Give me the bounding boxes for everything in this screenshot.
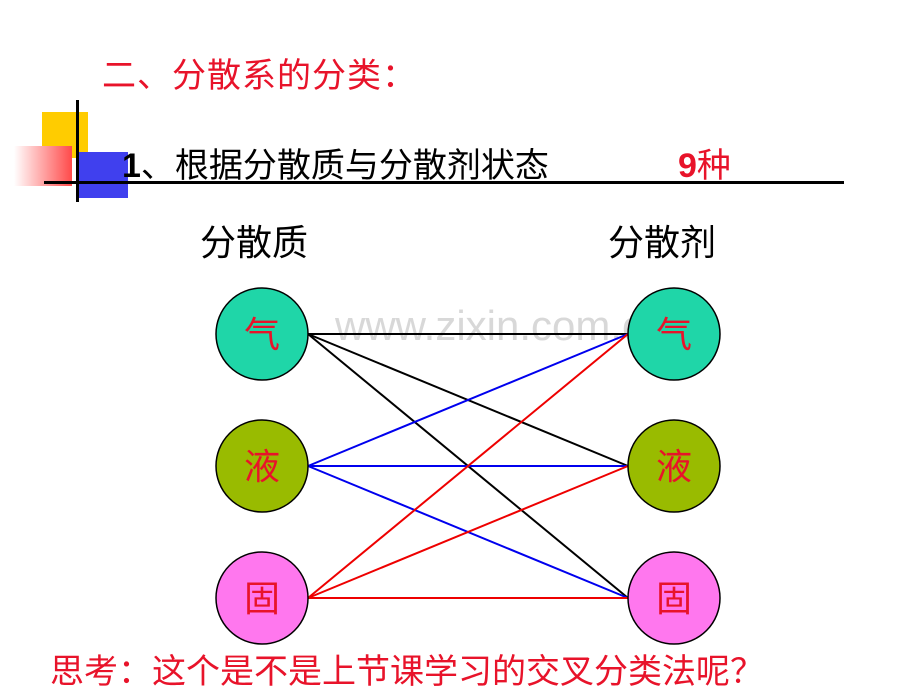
left-node-circle <box>215 419 309 513</box>
left-node-circle <box>215 287 309 381</box>
right-node-label: 气 <box>656 315 692 356</box>
left-node: 液 <box>215 419 309 513</box>
subheading-number: 1 <box>122 147 141 185</box>
left-node-label: 气 <box>244 315 280 356</box>
connection-line <box>307 333 629 467</box>
right-node-circle <box>627 419 721 513</box>
deco-square-red <box>14 146 72 186</box>
subheading-text: 、根据分散质与分散剂状态 <box>140 146 549 186</box>
deco-vertical-line <box>76 100 79 202</box>
left-node: 固 <box>215 551 309 645</box>
footer-question: 思考：这个是不是上节课学习的交叉分类法呢？ <box>50 652 764 692</box>
watermark-text: www.zixin.com.cn <box>334 302 666 349</box>
right-node-circle <box>627 551 721 645</box>
left-column-title: 分散质 <box>200 223 309 264</box>
section-heading: 二、分散系的分类： <box>102 56 417 96</box>
count-number: 9 <box>678 147 697 185</box>
right-node: 气 <box>627 287 721 381</box>
connection-line <box>307 333 629 599</box>
subheading: 1、根据分散质与分散剂状态 <box>122 138 549 187</box>
count-unit: 种 <box>696 146 731 186</box>
connection-line <box>307 465 629 599</box>
right-node-label: 固 <box>656 579 692 620</box>
left-node-label: 液 <box>244 447 280 488</box>
deco-horizontal-rule <box>44 181 844 184</box>
left-node-circle <box>215 551 309 645</box>
left-node-label: 固 <box>244 579 280 620</box>
deco-square-blue <box>78 152 128 198</box>
right-node: 液 <box>627 419 721 513</box>
right-node-circle <box>627 287 721 381</box>
right-node-label: 液 <box>656 447 692 488</box>
right-node: 固 <box>627 551 721 645</box>
right-column-title: 分散剂 <box>608 223 717 264</box>
left-node: 气 <box>215 287 309 381</box>
count-label: 9种 <box>678 138 731 187</box>
